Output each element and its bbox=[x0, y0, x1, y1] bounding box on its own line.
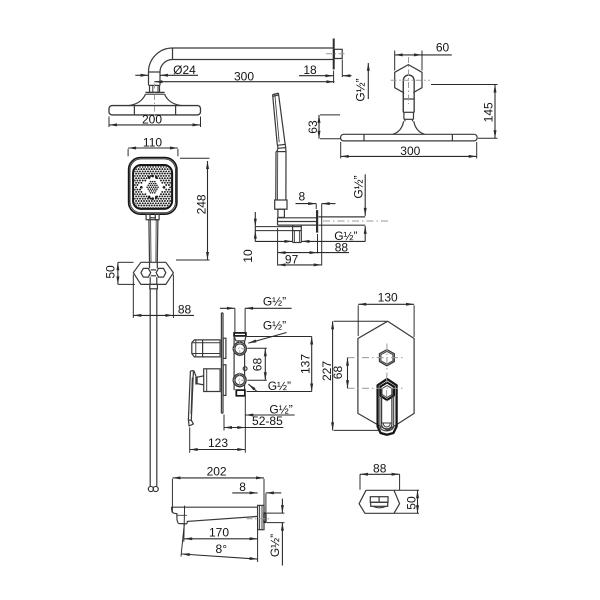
svg-text:110: 110 bbox=[143, 135, 162, 149]
svg-text:200: 200 bbox=[142, 113, 162, 127]
svg-text:137: 137 bbox=[298, 354, 312, 374]
svg-text:G½”: G½” bbox=[268, 534, 282, 557]
svg-text:52-85: 52-85 bbox=[252, 414, 283, 428]
svg-text:G½”: G½” bbox=[269, 402, 292, 416]
svg-text:50: 50 bbox=[103, 265, 117, 279]
svg-text:60: 60 bbox=[436, 41, 450, 55]
svg-text:88: 88 bbox=[335, 240, 349, 254]
svg-text:Ø24: Ø24 bbox=[173, 63, 196, 77]
svg-text:8: 8 bbox=[239, 480, 246, 494]
svg-text:G½”: G½” bbox=[263, 295, 286, 309]
svg-text:10: 10 bbox=[241, 249, 255, 263]
svg-text:8°: 8° bbox=[216, 542, 228, 556]
svg-text:130: 130 bbox=[378, 291, 398, 305]
svg-text:68: 68 bbox=[250, 358, 264, 372]
svg-text:50: 50 bbox=[404, 496, 418, 510]
svg-text:G½”: G½” bbox=[263, 319, 286, 333]
svg-text:227: 227 bbox=[320, 361, 334, 381]
svg-text:300: 300 bbox=[234, 69, 254, 83]
svg-text:202: 202 bbox=[207, 465, 227, 479]
svg-text:G½”: G½” bbox=[352, 175, 366, 198]
svg-text:G½”: G½” bbox=[268, 379, 291, 393]
svg-text:97: 97 bbox=[285, 252, 299, 266]
svg-text:123: 123 bbox=[208, 436, 228, 450]
svg-text:248: 248 bbox=[195, 194, 209, 214]
svg-text:88: 88 bbox=[178, 303, 192, 317]
svg-text:68: 68 bbox=[331, 366, 345, 380]
svg-text:300: 300 bbox=[400, 144, 420, 158]
svg-text:G½”: G½” bbox=[353, 78, 367, 101]
svg-text:145: 145 bbox=[481, 102, 495, 122]
svg-text:18: 18 bbox=[303, 63, 317, 77]
svg-text:63: 63 bbox=[306, 120, 320, 134]
svg-text:170: 170 bbox=[209, 526, 229, 540]
svg-text:88: 88 bbox=[373, 461, 387, 475]
svg-text:8: 8 bbox=[298, 190, 305, 204]
svg-text:G½”: G½” bbox=[334, 229, 357, 243]
